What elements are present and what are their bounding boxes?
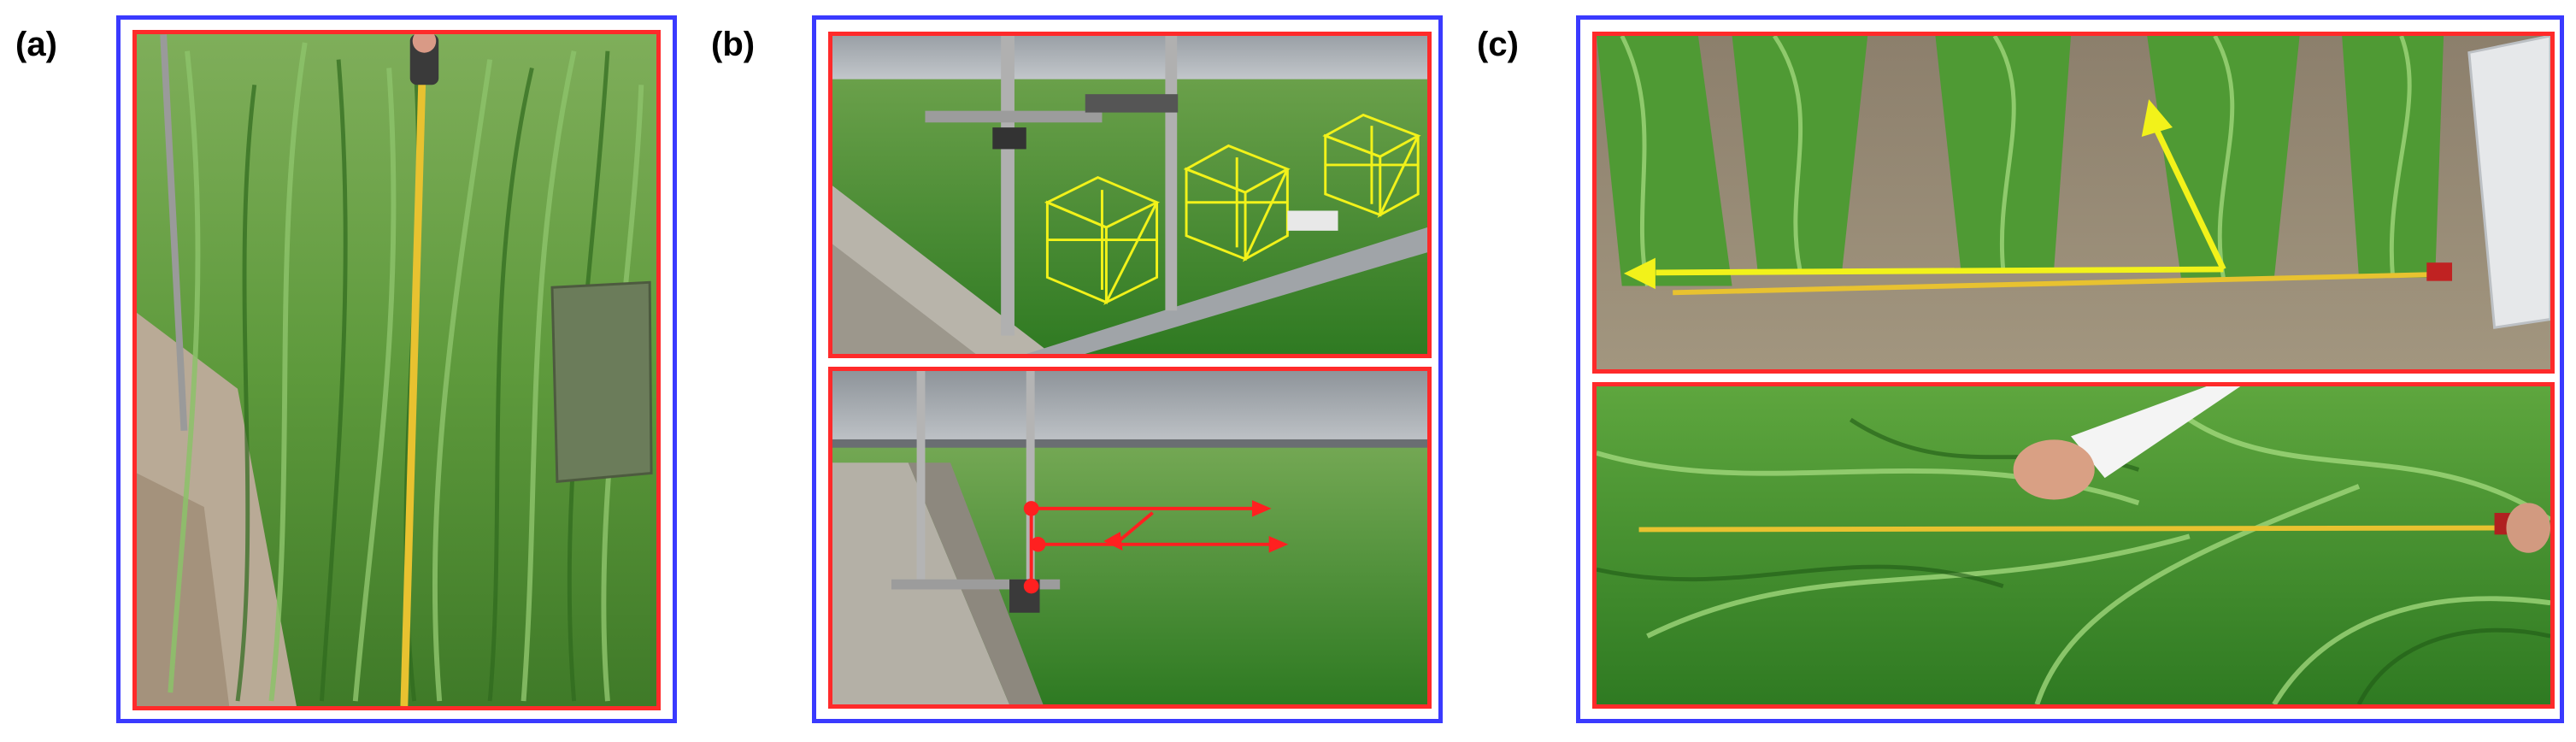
photo-b-bottom-gantry-path [828,367,1432,709]
panel-label-b: (b) [711,26,756,63]
panel-a-frame [116,15,677,723]
photo-c-top-row-spacing [1592,32,2555,374]
panel-label-c: (c) [1477,26,1519,63]
panel-label-a: (a) [15,26,57,63]
photo-c-bottom-plant-spacing [1592,382,2555,709]
panel-b-frame [812,15,1443,723]
panel-c-frame [1576,15,2564,723]
photo-a-height-measurement [132,30,661,710]
photo-b-top-camera-voxels [828,32,1432,358]
